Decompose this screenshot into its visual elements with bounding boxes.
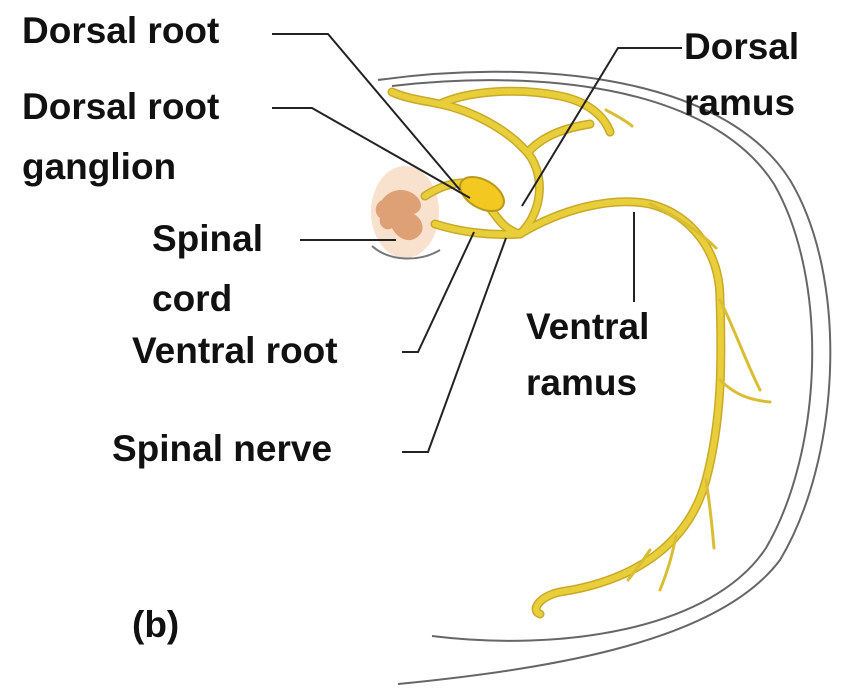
label-dorsal-ramus-line1: Dorsal [684,26,799,69]
label-spinal-nerve: Spinal nerve [112,428,332,471]
label-spinal-cord-line2: cord [152,278,232,321]
label-dorsal-root-ganglion-line2: ganglion [22,146,176,189]
label-dorsal-root-ganglion-line1: Dorsal root [22,86,219,129]
nerves [392,91,770,614]
spinal-cord-section [371,166,440,259]
label-spinal-cord-line1: Spinal [152,218,263,261]
label-ventral-root: Ventral root [132,330,338,373]
label-dorsal-root: Dorsal root [22,10,219,53]
label-dorsal-ramus-line2: ramus [684,82,795,125]
label-ventral-ramus-line1: Ventral [526,306,649,349]
label-ventral-ramus-line2: ramus [526,362,637,405]
panel-label: (b) [132,604,179,647]
